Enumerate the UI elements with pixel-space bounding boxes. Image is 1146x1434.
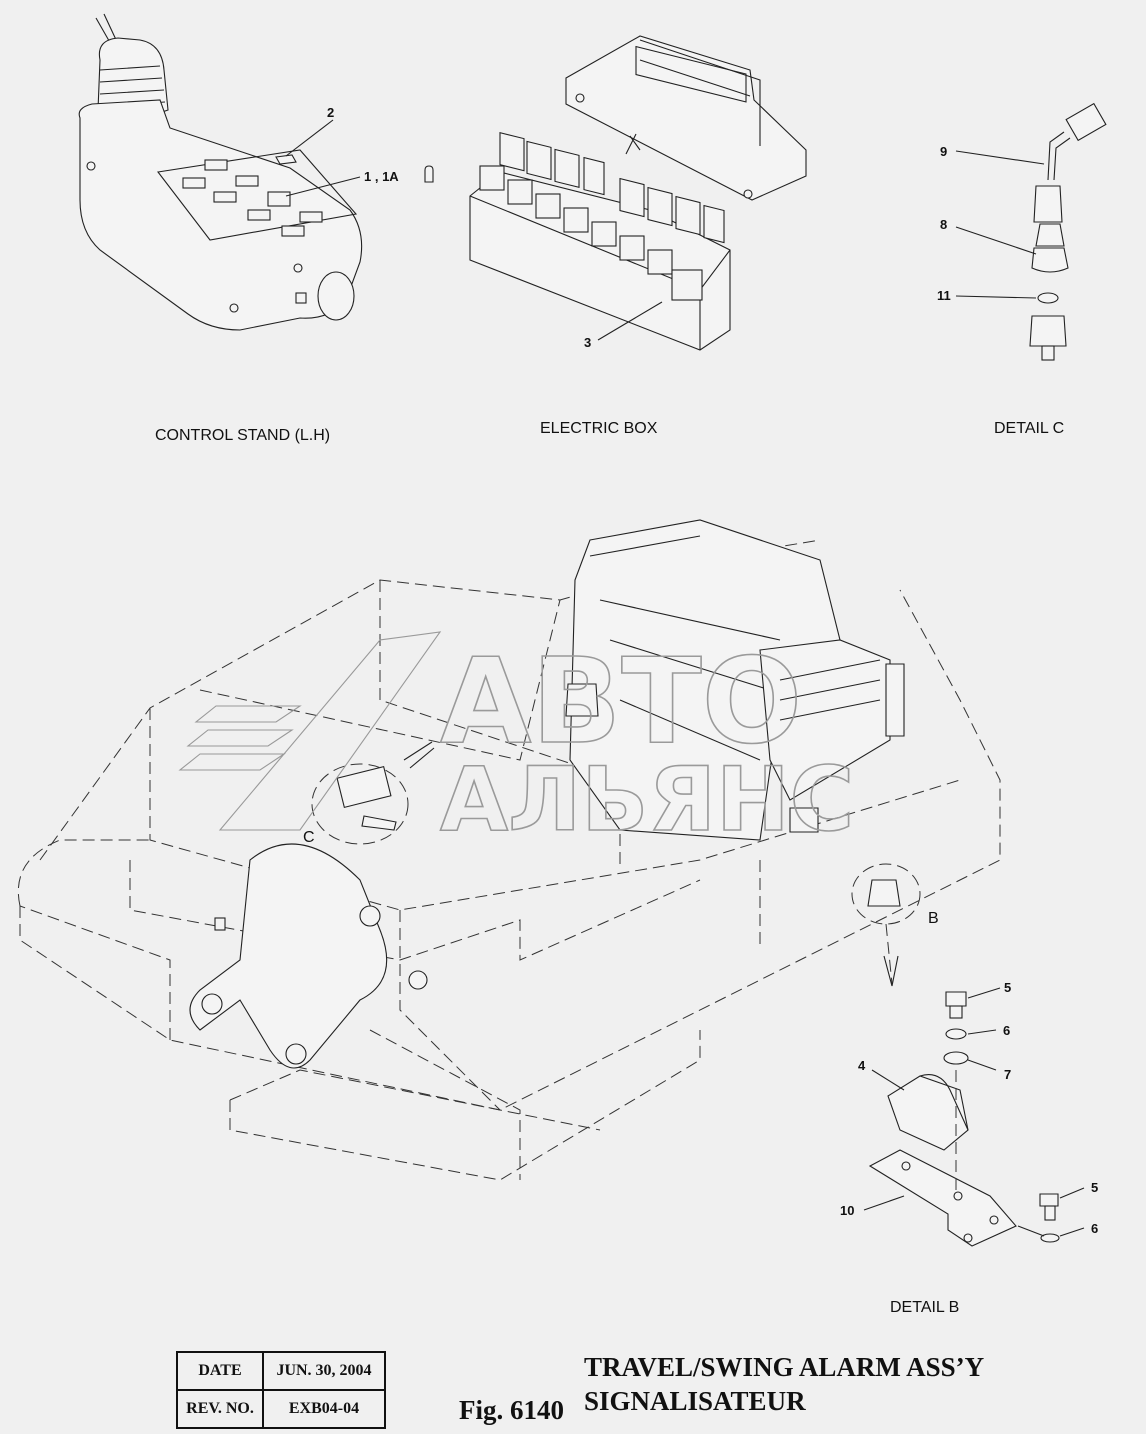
callout-2: 2 bbox=[327, 105, 334, 120]
detail-ref-b: B bbox=[928, 910, 939, 927]
electric-box-drawing: 3 bbox=[469, 35, 807, 351]
switch bbox=[299, 211, 323, 223]
switch bbox=[281, 225, 305, 237]
bulb-icon bbox=[424, 165, 434, 183]
detail-c-drawing: 9 8 11 bbox=[937, 102, 1107, 361]
rev-label: REV. NO. bbox=[176, 1389, 264, 1429]
callout-8: 8 bbox=[940, 217, 947, 232]
callout-4: 4 bbox=[858, 1058, 866, 1073]
callout-6b: 6 bbox=[1091, 1221, 1098, 1236]
relay-part-3 bbox=[671, 269, 703, 301]
watermark-line1: АВТО bbox=[440, 632, 802, 770]
control-stand-drawing: 2 1 , 1A bbox=[78, 13, 434, 331]
detail-b-drawing: 5 6 7 4 5 6 10 bbox=[840, 980, 1098, 1247]
date-label: DATE bbox=[176, 1351, 264, 1391]
watermark-logo: АВТО АЛЬЯНС bbox=[178, 631, 855, 852]
figure-number: Fig. 6140 bbox=[459, 1395, 564, 1425]
switch bbox=[182, 177, 206, 189]
alarm-switch bbox=[267, 191, 291, 207]
callout-11: 11 bbox=[937, 288, 951, 303]
detail-ref-c: C bbox=[303, 829, 315, 846]
view-label-detail-c: DETAIL C bbox=[994, 420, 1064, 437]
callout-6a: 6 bbox=[1003, 1023, 1010, 1038]
callout-5a: 5 bbox=[1004, 980, 1011, 995]
switch bbox=[235, 175, 259, 187]
view-label-detail-b: DETAIL B bbox=[890, 1299, 959, 1316]
callout-10: 10 bbox=[840, 1203, 854, 1218]
title-block: DATE JUN. 30, 2004 REV. NO. EXB04-04 bbox=[176, 1351, 386, 1429]
callout-3: 3 bbox=[584, 335, 591, 350]
figure-title-fr: SIGNALISATEUR bbox=[584, 1386, 806, 1416]
lamp-part-2 bbox=[275, 154, 297, 165]
callout-5b: 5 bbox=[1091, 1180, 1098, 1195]
callout-7: 7 bbox=[1004, 1067, 1011, 1082]
switch bbox=[247, 209, 271, 221]
watermark-line2: АЛЬЯНС bbox=[440, 748, 854, 851]
date-value: JUN. 30, 2004 bbox=[262, 1351, 386, 1391]
figure-title-en: TRAVEL/SWING ALARM ASS’Y bbox=[584, 1352, 985, 1382]
view-label-electric-box: ELECTRIC BOX bbox=[540, 420, 658, 437]
rev-value: EXB04-04 bbox=[262, 1389, 386, 1429]
machine-upper-structure-drawing: C B bbox=[17, 519, 1001, 1181]
callout-1-1a: 1 , 1A bbox=[364, 169, 399, 184]
switch bbox=[213, 191, 237, 203]
view-label-control-stand: CONTROL STAND (L.H) bbox=[155, 427, 330, 444]
switch bbox=[204, 159, 228, 171]
callout-9: 9 bbox=[940, 144, 947, 159]
